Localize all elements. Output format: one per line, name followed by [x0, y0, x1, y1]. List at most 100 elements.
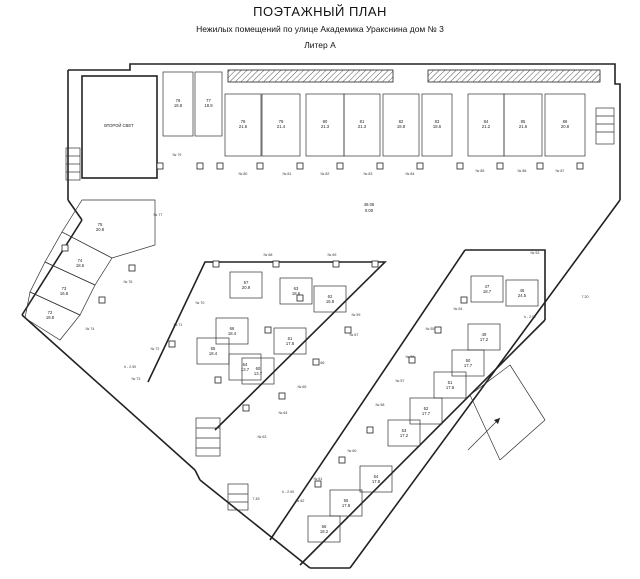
central-area-value: 0.00 [365, 208, 374, 213]
room-number-78: 78 [241, 119, 246, 124]
height-right-label: h - 2.97 [524, 315, 536, 319]
stairs-bottom [195, 417, 249, 511]
central-area-number: 48.06 [364, 202, 375, 207]
room-56 [307, 515, 341, 543]
room-area-81: 21.3 [358, 124, 367, 129]
room-number-82: 82 [399, 119, 404, 124]
post-61-label: № 61 [314, 477, 323, 481]
room-area-73: 16.8 [60, 291, 69, 296]
room-number-74: 74 [78, 258, 83, 263]
post-77-label: № 77 [154, 213, 163, 217]
post-85-label: № 85 [476, 169, 485, 173]
room-number-85: 85 [521, 119, 526, 124]
room-79 [261, 93, 301, 157]
middle-block [147, 261, 387, 431]
column-19 [272, 260, 280, 268]
room-area-62: 16.8 [326, 299, 335, 304]
column-20 [332, 260, 340, 268]
room-number-67: 67 [244, 280, 249, 285]
room-number-72: 72 [48, 310, 53, 315]
column-26 [278, 392, 286, 400]
room-number-77: 77 [206, 98, 211, 103]
post-82-label: № 82 [321, 172, 330, 176]
column-7 [416, 162, 424, 170]
room-area-67: 20.9 [242, 285, 251, 290]
room-number-63: 63 [294, 286, 299, 291]
room-area-85: 21.6 [519, 124, 528, 129]
ramp-dimension-label: 7.20 [582, 295, 589, 299]
room-78 [224, 93, 262, 157]
room-area-65: 18.4 [209, 351, 218, 356]
column-28 [434, 326, 442, 334]
post-76-label: № 76 [124, 280, 133, 284]
hatched-strip-top-left [227, 69, 394, 83]
room-area-64: 13.7 [241, 367, 250, 372]
room-area-54: 17.8 [372, 479, 381, 484]
column-6 [376, 162, 384, 170]
post-67-label: № 67 [350, 333, 359, 337]
post-66-label: № 66 [316, 361, 325, 365]
second-light-label: ВТОРОЙ СВЕТ [104, 123, 134, 128]
room-number-50: 50 [466, 358, 471, 363]
room-72 [24, 291, 81, 341]
top-rooms: 7618.87718.97821.67921.48021.38121.38218… [162, 71, 586, 157]
column-17 [242, 404, 250, 412]
post-69-label: № 69 [328, 253, 337, 257]
room-area-51: 17.8 [446, 385, 455, 390]
room-area-47: 18.7 [483, 289, 492, 294]
room-area-50: 17.7 [464, 363, 473, 368]
room-area-46: 24.5 [518, 293, 527, 298]
room-82 [382, 93, 420, 157]
post-81-label: № 81 [283, 172, 292, 176]
room-area-77: 18.9 [204, 103, 213, 108]
column-12 [61, 244, 69, 252]
room-61 [273, 327, 307, 355]
room-number-65: 65 [211, 346, 216, 351]
room-50 [451, 349, 485, 377]
post-86-label: № 86 [518, 169, 527, 173]
post-71-label: № 71 [174, 323, 183, 327]
room-area-61: 17.8 [286, 341, 295, 346]
room-63 [279, 277, 313, 305]
column-29 [408, 356, 416, 364]
room-65 [196, 337, 230, 365]
column-31 [338, 456, 346, 464]
room-83 [421, 93, 453, 157]
column-2 [216, 162, 224, 170]
post-68-label: № 68 [264, 253, 273, 257]
room-number-86: 86 [563, 119, 568, 124]
room-number-79: 79 [279, 119, 284, 124]
room-area-49: 17.2 [480, 337, 489, 342]
room-66 [215, 317, 249, 345]
column-15 [168, 340, 176, 348]
column-1 [196, 162, 204, 170]
room-area-60: 13.7 [254, 371, 263, 376]
plan-liter: Литер А [304, 40, 336, 50]
room-area-74: 18.6 [76, 263, 85, 268]
room-number-55: 55 [344, 498, 349, 503]
post-64-label: № 64 [279, 411, 288, 415]
column-32 [314, 480, 322, 488]
post-54-label: № 54 [454, 307, 463, 311]
column-9 [496, 162, 504, 170]
post-73-label: № 73 [132, 377, 141, 381]
room-67 [229, 271, 263, 299]
post-labels: № 79 № 77 № 76 № 74 № 70 № 71 № 72 № 73 … [86, 153, 589, 503]
post-65-label: № 65 [298, 385, 307, 389]
column-11 [576, 162, 584, 170]
post-72-label: № 72 [151, 347, 160, 351]
room-number-84: 84 [484, 119, 489, 124]
room-area-55: 17.8 [342, 503, 351, 508]
room-area-56: 18.2 [320, 529, 329, 534]
room-area-79: 21.4 [277, 124, 286, 129]
post-83-label: № 83 [364, 172, 373, 176]
room-area-63: 18.6 [292, 291, 301, 296]
room-number-75: 75 [98, 222, 103, 227]
column-22 [296, 294, 304, 302]
columns [61, 162, 584, 488]
column-13 [128, 264, 136, 272]
room-53 [387, 419, 421, 447]
right-block [269, 249, 546, 566]
column-4 [296, 162, 304, 170]
